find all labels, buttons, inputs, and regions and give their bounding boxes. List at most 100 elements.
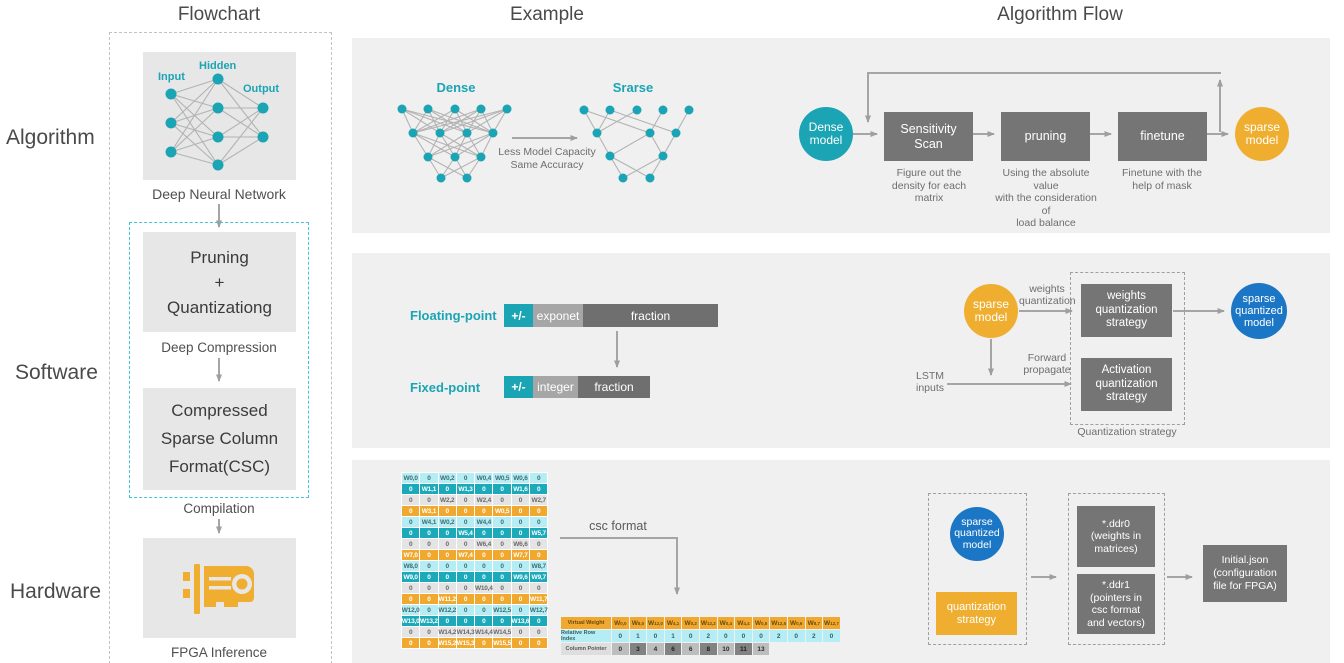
column-pointer-cell: 8 [699, 643, 717, 655]
matrix-cell: 0 [475, 528, 493, 538]
column-pointer-cell: 0 [612, 643, 629, 655]
pruning-quantization-text: Pruning+Quantizationg [167, 247, 272, 317]
matrix-cell: W8,0 [402, 561, 420, 571]
sparse-network-graphic [579, 105, 694, 183]
column-pointer-cell: 6 [682, 643, 699, 655]
ddr-dashed-box [1068, 493, 1165, 645]
float-exponent-segment: exponet [533, 304, 583, 327]
matrix-cell: W2,2 [438, 495, 456, 505]
matrix-cell: W12,2 [438, 605, 457, 615]
matrix-cell: 0 [456, 616, 475, 626]
neural-network-graphic [165, 73, 269, 171]
quantization-strategy-dashed-box [1070, 272, 1185, 425]
matrix-cell: W15,5 [493, 638, 512, 648]
matrix-cell: W11,7 [530, 594, 548, 604]
fpga-box [143, 538, 296, 638]
matrix-cell: 0 [456, 539, 475, 549]
matrix-cell: W7,0 [402, 550, 420, 560]
matrix-cell: 0 [493, 550, 511, 560]
matrix-cell: 0 [511, 638, 530, 648]
matrix-cell: 0 [456, 605, 475, 615]
finetune-box: finetune [1118, 112, 1207, 161]
matrix-cell: 0 [530, 616, 548, 626]
matrix-cell: 0 [475, 550, 493, 560]
relative-row-index-cell: 0 [752, 630, 770, 642]
pruning-quantization-box: Pruning+Quantizationg [143, 232, 296, 332]
matrix-cell: 0 [511, 627, 530, 637]
matrix-cell: W1,6 [511, 484, 530, 494]
matrix-cell: 0 [438, 528, 456, 538]
matrix-cell: 0 [402, 506, 420, 516]
matrix-cell: 0 [511, 506, 530, 516]
matrix-cell: W6,6 [511, 539, 530, 549]
matrix-cell: 0 [493, 583, 511, 593]
matrix-cell: W9,0 [402, 572, 420, 582]
matrix-cell: W0,5 [493, 506, 511, 516]
matrix-cell: 0 [402, 638, 420, 648]
matrix-cell: W0,0 [402, 473, 420, 483]
matrix-cell: 0 [530, 638, 548, 648]
title-flowchart: Flowchart [177, 4, 261, 25]
matrix-cell: 0 [475, 605, 493, 615]
matrix-cell: W4,1 [420, 517, 438, 527]
matrix-cell: 0 [456, 561, 475, 571]
matrix-cell: W13,0 [401, 616, 420, 626]
floating-point-label: Floating-point [410, 308, 497, 323]
matrix-cell: 0 [530, 473, 548, 483]
matrix-cell: W0,2 [438, 473, 456, 483]
matrix-cell: 0 [438, 550, 456, 560]
column-pointer-cell: 4 [647, 643, 664, 655]
csc-format-label: csc format [589, 519, 647, 533]
matrix-cell: 0 [530, 627, 548, 637]
matrix-cell: W14,5 [493, 627, 512, 637]
float-fraction-segment: fraction [583, 304, 718, 327]
matrix-cell: 0 [493, 539, 511, 549]
matrix-cell: W9,7 [530, 572, 548, 582]
matrix-cell: 0 [493, 594, 511, 604]
column-pointer-cell: 10 [717, 643, 735, 655]
matrix-cell: 0 [493, 517, 511, 527]
matrix-cell: 0 [456, 517, 475, 527]
matrix-cell: 0 [530, 517, 548, 527]
matrix-cell: W1,3 [456, 484, 475, 494]
matrix-cell: 0 [402, 594, 420, 604]
matrix-cell: 0 [493, 484, 511, 494]
matrix-cell: 0 [456, 473, 475, 483]
relative-row-index-cell: 0 [787, 630, 805, 642]
fixed-fraction-segment: fraction [578, 376, 650, 398]
matrix-cell: W10,4 [474, 583, 493, 593]
matrix-cell: 0 [438, 539, 456, 549]
matrix-cell: W0,6 [511, 473, 530, 483]
matrix-cell: W1,1 [420, 484, 438, 494]
matrix-cell: W5,4 [456, 528, 475, 538]
matrix-cell: 0 [438, 484, 456, 494]
matrix-cell: 0 [511, 594, 530, 604]
column-pointer-cell: 3 [629, 643, 647, 655]
relative-row-index-cell: 0 [717, 630, 735, 642]
matrix-cell: W3,1 [420, 506, 438, 516]
matrix-cell: W11,2 [438, 594, 456, 604]
matrix-cell: 0 [511, 517, 530, 527]
